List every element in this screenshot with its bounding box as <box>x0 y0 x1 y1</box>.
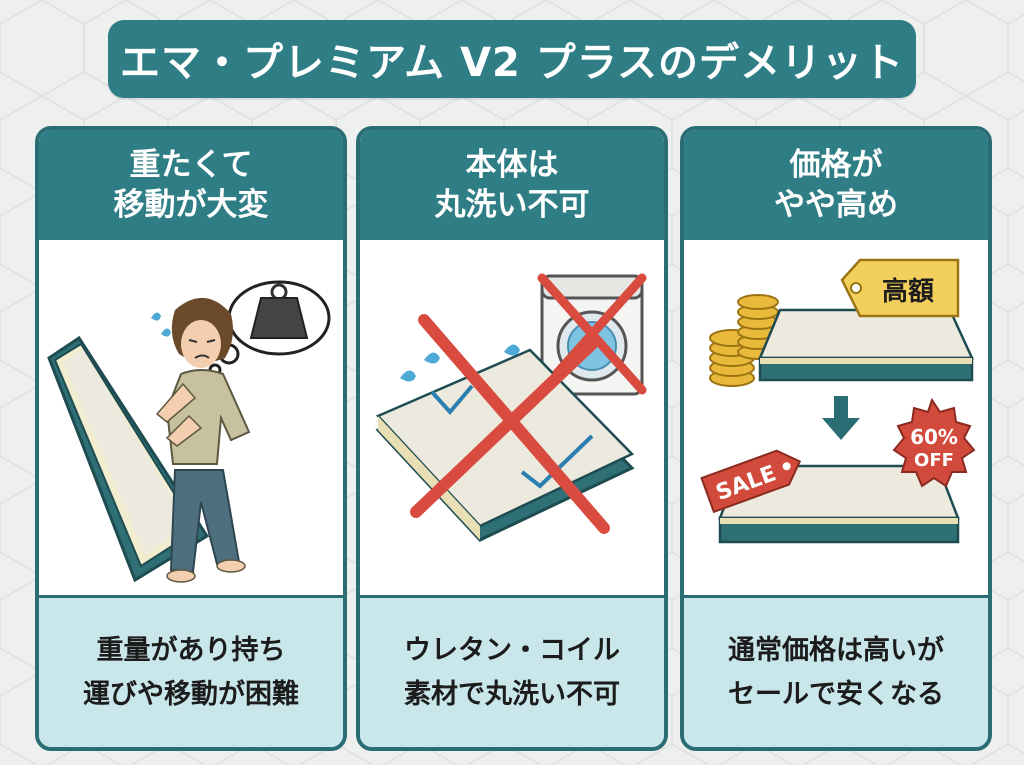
discount-percent: 60% <box>910 425 958 449</box>
price-tag-sale-icon: 高額 SALE 60% OFF <box>684 240 988 595</box>
panel-heading: 本体は 丸洗い不可 <box>360 130 664 240</box>
price-tag-label: 高額 <box>882 276 934 307</box>
panel-description-line2: セールで安くなる <box>728 678 944 710</box>
person-icon <box>155 297 251 583</box>
panel-heading-line2: 丸洗い不可 <box>434 187 590 223</box>
panel-description-line1: 通常価格は高いが <box>728 634 944 666</box>
panel-heavy: 重たくて 移動が大変 <box>35 126 347 751</box>
discount-burst-icon: 60% OFF <box>892 397 976 488</box>
panel-heading: 価格が やや高め <box>684 130 988 240</box>
big-cross-icon <box>410 314 610 534</box>
title-banner: エマ・プレミアム V2 プラスのデメリット <box>108 20 916 98</box>
price-tag: 高額 <box>840 258 960 318</box>
panel-price: 価格が やや高め <box>680 126 992 751</box>
panel-heading-line1: 重たくて <box>129 147 253 183</box>
no-washing-machine-icon <box>360 240 664 595</box>
panel-heading-line1: 価格が <box>789 147 883 183</box>
panel-description-line1: ウレタン・コイル <box>404 634 620 666</box>
panel-heading-line2: 移動が大変 <box>113 187 269 223</box>
coins-icon <box>709 294 779 387</box>
discount-off: OFF <box>914 450 954 471</box>
panel-description: 通常価格は高いが セールで安くなる <box>684 595 988 747</box>
panel-heading-line2: やや高め <box>774 187 898 223</box>
panel-description-line1: 重量があり持ち <box>96 634 286 666</box>
panel-description: ウレタン・コイル 素材で丸洗い不可 <box>360 595 664 747</box>
panel-description-line2: 素材で丸洗い不可 <box>404 678 620 710</box>
panel-heading: 重たくて 移動が大変 <box>39 130 343 240</box>
panel-description-line2: 運びや移動が困難 <box>83 678 299 710</box>
panel-no-wash: 本体は 丸洗い不可 <box>356 126 668 751</box>
panel-heading-line1: 本体は <box>465 147 559 183</box>
page-title: エマ・プレミアム V2 プラスのデメリット <box>119 40 905 86</box>
mattress-icon <box>47 335 210 583</box>
person-carrying-mattress-icon <box>39 240 343 595</box>
weight-icon <box>249 283 309 339</box>
mattress-icon <box>758 308 974 382</box>
arrow-down-icon <box>822 396 860 440</box>
panel-description: 重量があり持ち 運びや移動が困難 <box>39 595 343 747</box>
